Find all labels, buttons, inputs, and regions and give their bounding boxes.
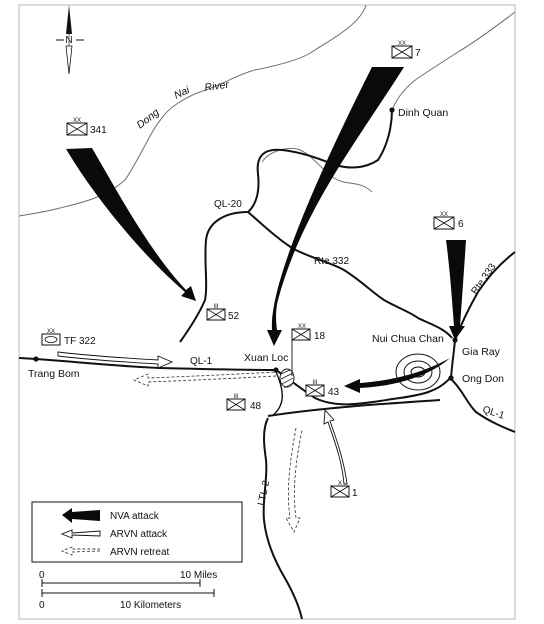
label-ong-don: Ong Don	[462, 373, 504, 385]
label-rte332: Rte 332	[314, 256, 349, 267]
arvn-attack-arrow-tf322	[57, 351, 174, 369]
unit-symbol-arvn-43: III 43	[305, 380, 340, 398]
compass-rose	[56, 5, 84, 75]
legend-nva-swatch	[62, 508, 100, 523]
road-ql1-east	[275, 369, 451, 406]
label-dinh-quan: Dinh Quan	[398, 107, 448, 119]
unit-symbol-arvn-48: III 48	[226, 394, 262, 412]
unit-tf322-echelon: XX	[47, 329, 55, 335]
nva-attack-arrow-341	[66, 148, 196, 301]
unit-6-number: 6	[458, 219, 464, 230]
unit-symbol-tf-322: XX TF 322	[41, 329, 96, 347]
road-ltl2	[262, 417, 303, 620]
river-label-dong: Dong	[134, 106, 161, 131]
unit-18-echelon: XX	[298, 324, 306, 330]
road-ql1-southeast	[451, 379, 516, 433]
scale-bar	[41, 579, 215, 597]
legend-arvn-retreat-label: ARVN retreat	[110, 547, 170, 558]
scale-km-zero: 0	[39, 600, 45, 611]
river-label-nai: Nai	[172, 84, 192, 102]
nva-attack-arrow-7	[267, 67, 404, 346]
legend-arvn-attack-label: ARVN attack	[110, 529, 168, 540]
dinh-quan-dot	[389, 107, 395, 113]
unit-52-number: 52	[228, 311, 240, 322]
arvn-attack-arrow-1	[323, 408, 348, 485]
dong-nai-river	[18, 4, 367, 217]
label-xuan-loc: Xuan Loc	[244, 352, 288, 364]
road-xuan-loc-spur	[271, 371, 283, 417]
label-rte333: Rte 333	[469, 261, 498, 296]
unit-43-echelon: III	[312, 380, 317, 386]
unit-18-number: 18	[314, 331, 326, 342]
unit-1-echelon: X	[338, 481, 342, 487]
unit-52-echelon: III	[213, 304, 218, 310]
nva-attack-arrow-gia-ray	[344, 358, 450, 393]
nui-chua-chan-mountain	[395, 353, 441, 391]
label-ltl2: LTL-2	[256, 479, 272, 507]
scale-miles-label: 10 Miles	[180, 570, 217, 581]
road-ql20	[179, 109, 393, 343]
ong-don-dot	[448, 375, 454, 381]
road-rte333	[454, 251, 516, 341]
unit-7-echelon: XX	[398, 41, 406, 47]
unit-symbol-arvn-1: X 1	[330, 481, 358, 499]
unit-7-number: 7	[415, 48, 421, 59]
legend-nva-label: NVA attack	[110, 511, 160, 522]
label-ql20: QL-20	[214, 199, 242, 210]
road-rte332	[247, 211, 453, 339]
unit-symbol-arvn-52: III 52	[206, 304, 240, 322]
unit-48-number: 48	[250, 401, 262, 412]
unit-symbol-nva-7: XX 7	[391, 41, 421, 59]
unit-tf322-number: TF 322	[64, 336, 96, 347]
river-north-branch	[391, 11, 516, 111]
map-legend: NVA attack ARVN attack ARVN retreat	[31, 501, 243, 563]
unit-48-echelon: III	[233, 394, 238, 400]
arvn-retreat-arrow-west	[132, 371, 277, 387]
river-label-river: River	[204, 79, 230, 94]
unit-symbol-nva-6: XX 6	[433, 212, 464, 230]
unit-341-echelon: XX	[73, 118, 81, 124]
label-nui-chua-chan: Nui Chua Chan	[372, 333, 444, 345]
legend-arvn-retreat-swatch	[60, 546, 101, 556]
unit-1-number: 1	[352, 488, 358, 499]
trang-bom-dot	[33, 356, 39, 362]
map-frame	[18, 4, 516, 620]
unit-341-number: 341	[90, 125, 107, 136]
road-ql1-west	[18, 357, 277, 371]
xuan-loc-defense-hatch	[279, 368, 295, 389]
label-gia-ray: Gia Ray	[462, 346, 501, 358]
label-ql1-west: QL-1	[190, 356, 213, 367]
label-ql1-east: QL-1	[481, 404, 506, 421]
unit-43-number: 43	[328, 387, 340, 398]
scale-km-label: 10 Kilometers	[120, 600, 181, 611]
label-trang-bom: Trang Bom	[28, 368, 80, 380]
road-gia-ray-ong-don	[450, 339, 456, 379]
compass-north-label: N	[65, 35, 72, 46]
unit-symbol-nva-341: XX 341	[66, 118, 107, 136]
scale-miles-zero: 0	[39, 570, 45, 581]
road-south-east	[267, 399, 441, 417]
nva-attack-arrow-6	[446, 240, 466, 340]
arvn-retreat-arrow-south	[285, 427, 303, 534]
legend-arvn-attack-swatch	[60, 529, 101, 539]
xuan-loc-dot	[273, 367, 279, 373]
unit-6-echelon: XX	[440, 212, 448, 218]
unit-symbol-arvn-18: XX 18	[291, 324, 326, 376]
